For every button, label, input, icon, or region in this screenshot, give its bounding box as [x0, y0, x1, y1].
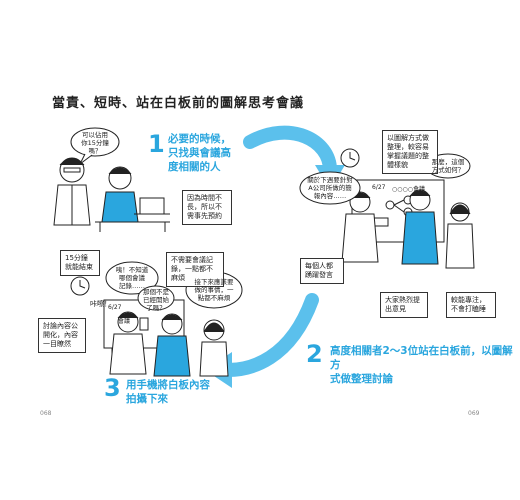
- scene-3: [70, 261, 243, 377]
- whiteboard-meeting: 會議: [118, 318, 131, 325]
- step-3-number: 3: [104, 374, 121, 402]
- flow-arrow-1: [243, 125, 337, 177]
- whiteboard-date-2: 6/27: [108, 304, 122, 311]
- whiteboard-date: 6/27: [372, 184, 386, 191]
- page-number-right: 069: [468, 410, 480, 417]
- note-diagram: 以圖解方式做整理，較容易掌握議題的整體樣貌: [382, 130, 438, 174]
- step-1-text: 必要的時候，只找與會議高度相關的人: [168, 133, 231, 173]
- step-2-text: 高度相關者2～3位站在白板前，以圖解方式做整理討論: [330, 345, 513, 385]
- page-number-left: 068: [40, 410, 52, 417]
- note-no-minutes: 不需要會議記錄，一點都不麻煩: [166, 252, 224, 287]
- note-share: 討論內容公開化，內容一目瞭然: [38, 318, 86, 353]
- bubble-next-steps: 接下來應該要做的事情，一點都不麻煩: [194, 278, 234, 302]
- step-1-number: 1: [148, 130, 165, 158]
- bubble-started: 那個不是已經開始了嗎？: [143, 288, 169, 312]
- note-clock-15: 15分鐘就能結束: [60, 250, 100, 276]
- note-focus: 較能專注，不會打瞌睡: [446, 292, 496, 318]
- sfx-camera: 咔嚓！: [90, 300, 111, 308]
- flow-arrow-2: [221, 293, 319, 377]
- note-busy: 因為時間不長，所以不需事先預約: [182, 190, 232, 225]
- step-3-text: 用手機將白板內容拍攝下來: [126, 379, 210, 405]
- whiteboard-heading: ○○○○會議: [392, 186, 425, 193]
- scene-2: [299, 148, 475, 269]
- scene-1: [53, 127, 170, 232]
- bubble-request: 可以佔用你15分鐘嗎？: [81, 131, 109, 155]
- bubble-suggest: 那麼，這個方式如何？: [431, 158, 465, 174]
- page-title: 當責、短時、站在白板前的圖解思考會議: [52, 96, 305, 111]
- step-2-number: 2: [306, 340, 323, 368]
- bubble-confused: 咦！不知道哪個會議記錄……: [115, 266, 149, 290]
- note-ideas: 大家熱烈提出意見: [380, 292, 428, 318]
- note-opinions: 每個人都踴躍發言: [300, 258, 344, 284]
